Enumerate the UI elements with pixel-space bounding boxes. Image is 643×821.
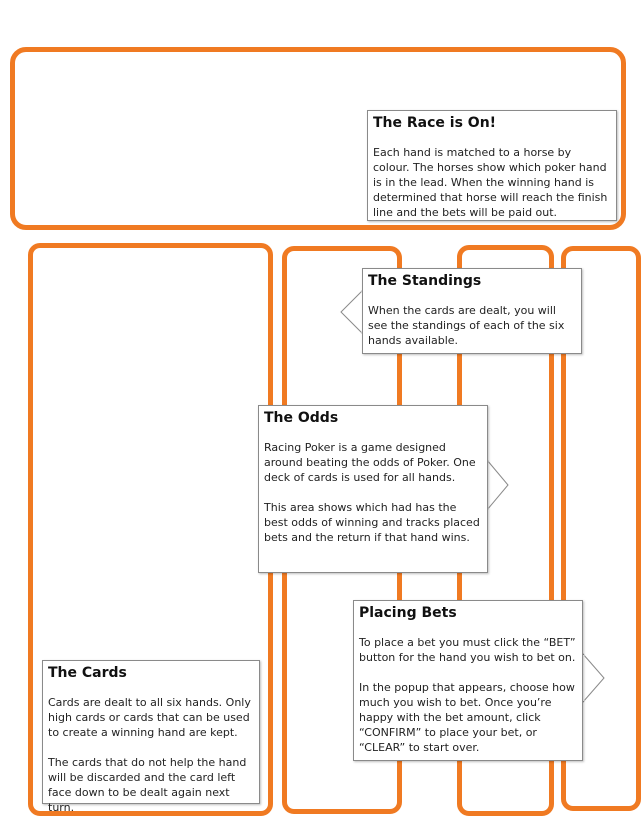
odds-callout-title: The Odds [264, 410, 339, 426]
bets-callout-text-2: In the popup that appears, choose how mu… [359, 681, 575, 754]
odds-callout-text-2: This area shows which had has the best o… [264, 501, 480, 544]
cards-callout-title: The Cards [48, 665, 127, 681]
standings-callout-title: The Standings [368, 273, 482, 289]
cards-callout-text-2: The cards that do not help the hand will… [48, 756, 247, 814]
bets-callout-title: Placing Bets [359, 605, 457, 621]
race-callout: The Race is On! Each hand is matched to … [367, 110, 617, 221]
cards-callout: The Cards Cards are dealt to all six han… [42, 660, 260, 814]
standings-callout: The Standings When the cards are dealt, … [362, 268, 582, 354]
race-track-region [10, 47, 626, 230]
bets-region-right [561, 246, 641, 811]
bets-callout-text-1: To place a bet you must click the “BET” … [359, 636, 576, 664]
odds-callout-pointer [485, 458, 509, 512]
race-callout-title: The Race is On! [373, 115, 497, 131]
odds-callout-text-1: Racing Poker is a game designed around b… [264, 441, 476, 484]
standings-callout-text: When the cards are dealt, you will see t… [368, 304, 565, 347]
race-callout-text: Each hand is matched to a horse by colou… [373, 146, 608, 219]
bets-callout: Placing Bets To place a bet you must cli… [353, 600, 583, 761]
odds-callout: The Odds Racing Poker is a game designed… [258, 405, 488, 573]
bets-callout-pointer [581, 652, 605, 704]
cards-callout-text-1: Cards are dealt to all six hands. Only h… [48, 696, 251, 739]
